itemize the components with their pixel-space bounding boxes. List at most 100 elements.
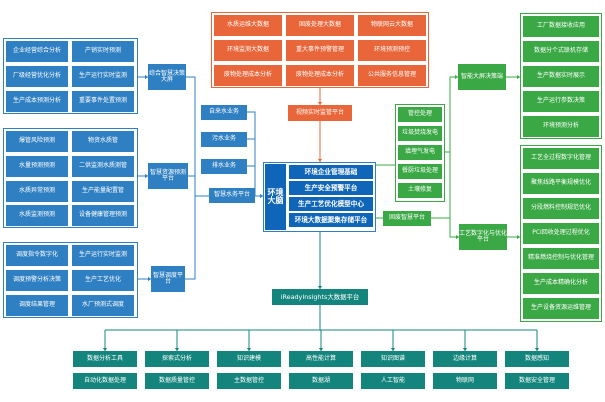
center-item-3[interactable]: 生产工艺优化模型中心 — [289, 197, 373, 211]
bottom-col-6-top[interactable]: 边缘计算 — [433, 351, 497, 367]
connector-arrow-11 — [260, 193, 263, 199]
left-g1-item-5[interactable]: 生产成本预测分析 — [6, 91, 68, 112]
bottom-col-7-top[interactable]: 数据感知 — [505, 351, 569, 367]
connector-arrow-1 — [317, 102, 323, 105]
left-g1-item-4[interactable]: 生产运行实时监测 — [72, 66, 134, 87]
left-service-2[interactable]: 污水业务 — [201, 132, 247, 147]
left-g1-item-6[interactable]: 重要事件处置预测 — [72, 91, 134, 112]
top-item-9[interactable]: 公共服务信息管理 — [358, 65, 426, 86]
connector-line-17 — [449, 218, 459, 238]
top-item-8[interactable]: 废物处理成本分析 — [286, 65, 354, 86]
connector-arrow-23 — [102, 348, 108, 351]
left-g1-item-1[interactable]: 企业经营综合分析 — [6, 41, 68, 62]
left-g3-item-5[interactable]: 调度结果管理 — [6, 295, 68, 316]
left-g3-item-2[interactable]: 生产运行实时监测 — [72, 245, 134, 266]
left-g2-item-3[interactable]: 水量预测预测 — [6, 156, 68, 177]
center-item-1[interactable]: 环境企业管理基础 — [289, 165, 373, 179]
left-g2-item-2[interactable]: 物资水质管 — [72, 131, 134, 152]
center-item-2[interactable]: 生产安全预警平台 — [289, 181, 373, 195]
connector-line-8 — [247, 111, 256, 196]
connector-arrow-28 — [462, 348, 468, 351]
right-op-1[interactable]: 管控处理 — [398, 107, 442, 122]
connector-arrow-24 — [174, 348, 180, 351]
right-g2-hub[interactable]: 工艺数字化与优化平台 — [459, 224, 507, 250]
right-op-2[interactable]: 垃圾焚烧发电 — [398, 126, 442, 141]
left-g2-item-8[interactable]: 设备健康管理预测 — [72, 205, 134, 226]
bottom-col-5-bottom[interactable]: 人工智能 — [361, 373, 425, 389]
connector-arrow-26 — [318, 348, 324, 351]
left-g2-item-1[interactable]: 爆管风险预测 — [6, 131, 68, 152]
right-g2-item-1[interactable]: 工艺全过程数字化管理 — [523, 148, 599, 169]
top-item-4[interactable]: 环境监测大数据 — [214, 40, 282, 61]
left-service-1[interactable]: 自来水业务 — [201, 105, 247, 120]
connector-line-6 — [185, 76, 196, 280]
connector-arrow-19 — [517, 234, 520, 240]
top-item-6[interactable]: 环境预测预控 — [358, 40, 426, 61]
right-op-5[interactable]: 土壤修复 — [398, 183, 442, 198]
connector-arrow-29 — [534, 348, 540, 351]
right-g2-item-2[interactable]: 聚焦线路平衡规模优化 — [523, 173, 599, 194]
right-g1-hub[interactable]: 智能大屏决策端 — [458, 64, 506, 90]
bottom-col-3-bottom[interactable]: 主数据管控 — [217, 373, 281, 389]
left-g2-item-6[interactable]: 生产能量配置管 — [72, 181, 134, 202]
right-link[interactable]: 固废智慧平台 — [383, 211, 431, 226]
top-item-1[interactable]: 水质运维大数据 — [214, 15, 282, 36]
left-g2-hub[interactable]: 智慧资源预测平台 — [148, 163, 188, 189]
right-g2-item-3[interactable]: 分段燃料控制规范优化 — [523, 198, 599, 219]
left-g2-item-5[interactable]: 水质异常预测 — [6, 181, 68, 202]
left-g3-item-6[interactable]: 水厂预测式调度 — [72, 295, 134, 316]
bottom-col-2-bottom[interactable]: 数据质量管控 — [145, 373, 209, 389]
bottom-col-3-top[interactable]: 知识建模 — [217, 351, 281, 367]
bottom-col-5-top[interactable]: 知识图谱 — [361, 351, 425, 367]
bottom-col-7-bottom[interactable]: 数据安全管理 — [505, 373, 569, 389]
bottom-col-4-top[interactable]: 高性能计算 — [289, 351, 353, 367]
top-hub[interactable]: 视频实时监管平台 — [288, 105, 352, 121]
top-item-2[interactable]: 固废处理大数据 — [286, 15, 354, 36]
left-g2-link[interactable]: 智慧水务平台 — [209, 188, 255, 203]
right-op-4[interactable]: 餐厨垃圾处理 — [398, 164, 442, 179]
bottom-col-1-top[interactable]: 数据分析工具 — [73, 351, 137, 367]
bottom-col-2-top[interactable]: 探索式分析 — [145, 351, 209, 367]
connector-arrow-17 — [456, 234, 459, 240]
connector-line-16 — [449, 76, 458, 218]
left-g3-hub[interactable]: 智慧调度平台 — [151, 266, 185, 292]
top-item-5[interactable]: 重大事件预警管理 — [286, 40, 354, 61]
right-g2-item-4[interactable]: PCI回收处理过程优化 — [523, 223, 599, 244]
connector-arrow-25 — [246, 348, 252, 351]
left-g1-hub[interactable]: 综合智慧决策大屏 — [148, 64, 186, 90]
left-service-3[interactable]: 排水业务 — [201, 159, 247, 174]
right-g1-item-1[interactable]: 工厂数据接收应用 — [523, 16, 599, 37]
left-g1-item-3[interactable]: 厂级经营优化分析 — [6, 66, 68, 87]
bottom-col-1-bottom[interactable]: 自动化数据处理 — [73, 373, 137, 389]
right-g1-item-4[interactable]: 生产运行参数决策 — [523, 91, 599, 112]
right-g2-item-7[interactable]: 生产设备资源运维管理 — [523, 298, 599, 319]
right-g1-item-5[interactable]: 环境预测分析 — [523, 116, 599, 137]
right-g2-item-5[interactable]: 精准燃烧控制与优化管理 — [523, 248, 599, 269]
left-g2-item-7[interactable]: 水质监测预测 — [6, 205, 68, 226]
center-item-4[interactable]: 环境大数据聚集存储平台 — [289, 213, 373, 227]
right-op-3[interactable]: 填埋气发电 — [398, 145, 442, 160]
left-g3-item-3[interactable]: 调度预警分析决策 — [6, 270, 68, 291]
left-g1-item-2[interactable]: 产销实时预测 — [72, 41, 134, 62]
bottom-col-6-bottom[interactable]: 物联网 — [433, 373, 497, 389]
right-g1-item-2[interactable]: 数据分个式联机存储 — [523, 41, 599, 62]
connector-arrow-3 — [145, 74, 148, 80]
connector-arrow-20 — [317, 286, 323, 289]
connector-arrow-18 — [517, 74, 520, 80]
left-g2-item-4[interactable]: 二供监测水质测管 — [72, 156, 134, 177]
bottom-hub[interactable]: iReadyInsights大数据平台 — [272, 289, 368, 305]
connector-arrow-16 — [455, 74, 458, 80]
center-title: 环境大脑 — [265, 164, 286, 230]
left-g3-item-1[interactable]: 调度指令数字化 — [6, 245, 68, 266]
connector-arrow-27 — [390, 348, 396, 351]
left-g3-item-4[interactable]: 生产工艺优化 — [72, 270, 134, 291]
connector-arrow-5 — [148, 276, 151, 282]
connector-arrow-2 — [317, 159, 323, 162]
top-item-3[interactable]: 物联网云大数据 — [358, 15, 426, 36]
right-g2-item-6[interactable]: 生产成本精确化分析 — [523, 273, 599, 294]
bottom-col-4-bottom[interactable]: 数据湖 — [289, 373, 353, 389]
right-g1-item-3[interactable]: 生产数据实时展示 — [523, 66, 599, 87]
top-item-7[interactable]: 废物处理成本分析 — [214, 65, 282, 86]
connector-arrow-4 — [145, 173, 148, 179]
